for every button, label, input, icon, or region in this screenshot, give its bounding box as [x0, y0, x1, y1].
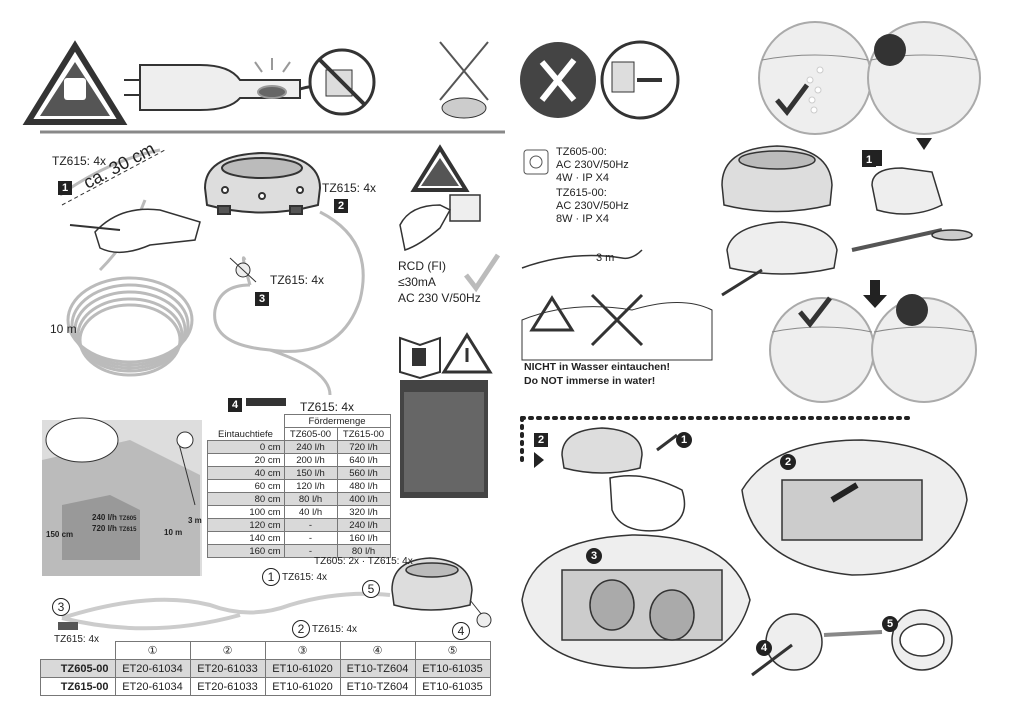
bubbles-ok-bottom-icon — [769, 296, 875, 403]
callout-5: 5 — [362, 580, 380, 598]
pond-hose: 10 m — [164, 528, 183, 537]
depth-flow-table: Eintauchtiefe Fördermenge TZ605-00 TZ615… — [207, 414, 391, 558]
unplug-first-icon — [600, 40, 680, 120]
spare-parts-table: ① ② ③ ④ ⑤ TZ605-00 ET20-61034 ET20-61033… — [40, 641, 491, 696]
step3-count: TZ615: 4x — [270, 273, 325, 287]
cable-length: 3 m — [596, 252, 615, 264]
step2-count: TZ615: 4x — [322, 181, 377, 195]
parts-col-4: ④ — [339, 641, 416, 660]
no-pull-cable-icon — [308, 48, 376, 116]
callout-2: 2 — [292, 620, 310, 638]
c3-text: TZ615: 4x — [54, 634, 100, 645]
step3-badge: 3 — [255, 289, 269, 307]
bubbles-weak-icon — [867, 21, 981, 135]
step1-badge: 1 — [58, 178, 72, 196]
pump-illustration — [203, 151, 322, 215]
manual-icon — [399, 336, 441, 380]
c1-text: TZ615: 4x — [282, 572, 328, 583]
hose-end-icon — [58, 622, 78, 630]
valve-icon — [229, 257, 257, 283]
rcd-warning-icon — [410, 144, 470, 192]
sub-step-3: 3 — [586, 546, 602, 564]
pump-cleaning-illustration — [851, 167, 973, 252]
bubbles-weak-bottom-icon — [871, 294, 977, 403]
depth-row: 120 cm-240 l/h — [207, 518, 391, 532]
hose-connector-icon — [246, 398, 286, 406]
no-immerse-icon — [521, 293, 713, 361]
step4-badge: 4 — [228, 395, 242, 413]
pond-scene — [42, 417, 202, 576]
parts-col-1: ① — [114, 641, 191, 660]
callout-4: 4 — [452, 622, 470, 640]
electric-hazard-icon — [22, 40, 128, 125]
step1-count: TZ615: 4x — [52, 154, 107, 168]
left-illustrations — [22, 40, 505, 631]
depth-row: 160 cm-80 l/h — [207, 544, 391, 558]
pump-bottom-illustration — [391, 557, 473, 611]
caution-icon — [441, 332, 493, 374]
immerse-warning: NICHT in Wasser eintauchen! Do NOT immer… — [524, 361, 671, 387]
col-tz605: TZ605-00 — [283, 427, 338, 441]
check-icon — [464, 253, 501, 293]
sub-step-5: 5 — [882, 614, 898, 632]
bubbles-ok-icon — [758, 21, 872, 135]
col-depth: Eintauchtiefe — [218, 429, 273, 440]
pump-open-illustration — [721, 145, 838, 297]
c5-text: TZ605: 2x · TZ615: 4x — [314, 556, 413, 567]
clean-step1-badge: 1 — [862, 150, 876, 168]
product-box-image — [400, 380, 488, 498]
power-cable-icon — [521, 249, 643, 269]
step2-badge: 2 — [334, 196, 348, 214]
pond-cable: 3 m — [188, 516, 202, 525]
sub-step-4: 4 — [756, 638, 772, 656]
parts-col-3: ③ — [264, 641, 341, 660]
callout-3: 3 — [52, 598, 70, 616]
electrical-specs: TZ605-00: AC 230V/50Hz 4W · IP X4 TZ615-… — [556, 146, 629, 225]
clean-step2-badge: 2 — [534, 430, 548, 448]
depth-row: 140 cm-160 l/h — [207, 531, 391, 545]
hose-coil — [59, 148, 194, 377]
parts-col-5: ⑤ — [414, 641, 491, 660]
damage-burst-icon — [254, 58, 291, 99]
parts-col-2: ② — [189, 641, 266, 660]
socket-hand-icon — [399, 194, 481, 251]
hose-length-label: 10 m — [50, 322, 77, 336]
step4-count: TZ615: 4x — [300, 400, 355, 414]
pump-inside-illustration — [521, 534, 751, 669]
col-flow: Fördermenge — [283, 414, 391, 428]
callout-1: 1 — [262, 568, 280, 586]
tools-icon — [520, 42, 596, 118]
hand-cutting-icon — [69, 208, 201, 254]
col-tz615: TZ615-00 — [336, 427, 391, 441]
sub-step-2: 2 — [780, 452, 796, 470]
parts-row-tz605: TZ605-00 ET20-61034 ET20-61033 ET10-6102… — [40, 659, 491, 678]
pump-exploded-illustration — [561, 427, 686, 532]
pond-depth: 150 cm — [46, 530, 74, 539]
socket-icon — [523, 149, 549, 175]
right-illustrations — [520, 21, 981, 677]
diffuser-illustration — [751, 609, 953, 677]
sub-step-1: 1 — [676, 430, 692, 448]
c2-text: TZ615: 4x — [312, 624, 358, 635]
parts-row-tz615: TZ615-00 ET20-61034 ET20-61033 ET10-6102… — [40, 677, 491, 696]
pond-rates: 240 l/h TZ605 720 l/h TZ615 — [92, 513, 137, 533]
no-cut-icon — [439, 41, 489, 119]
pump-housing-illustration — [741, 439, 968, 576]
